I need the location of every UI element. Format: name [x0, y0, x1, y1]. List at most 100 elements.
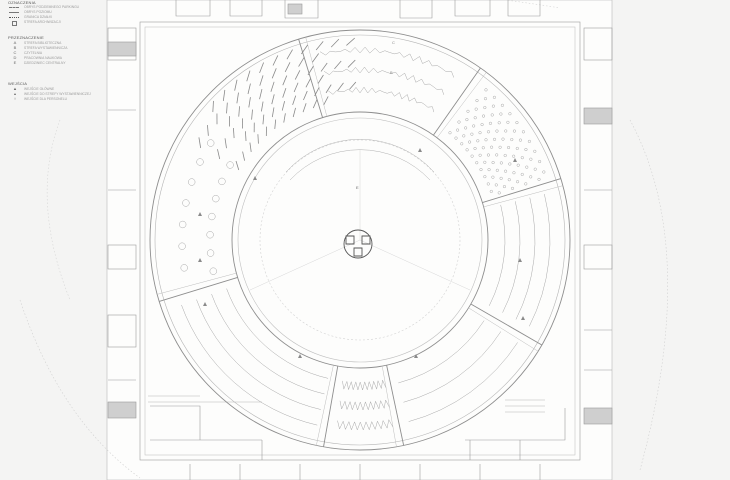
shelf-stroke: [247, 83, 251, 95]
tree-circle: [208, 212, 216, 221]
seat-dot: [508, 162, 512, 166]
jagged-band: [339, 399, 390, 411]
desk-arc: [226, 288, 329, 379]
corner-wall: [505, 399, 545, 413]
legend-label: WEJŚCIE GŁÓWNE: [24, 87, 55, 91]
seat-dot: [504, 129, 508, 133]
shelf-stroke: [330, 38, 340, 48]
entrance-arrow: [414, 354, 418, 358]
outer-ring-inner: [154, 34, 566, 446]
legend-row: B STREFA WYSTAWIENNICZA: [8, 45, 112, 51]
shelf-stroke: [233, 127, 235, 139]
seat-dot: [492, 137, 497, 141]
entrance-arrow: [513, 158, 517, 162]
seat-dot: [537, 177, 541, 181]
seat-dot: [456, 128, 460, 132]
shelf-stroke: [212, 100, 214, 113]
legend-label: OBRYS POZIOMU: [24, 10, 52, 14]
outer-wall: [139, 21, 581, 461]
legend-key: C: [13, 50, 17, 55]
seat-dot: [520, 172, 524, 176]
radial-wall: [433, 67, 481, 136]
shelf-stroke: [292, 107, 296, 118]
seat-dot: [489, 189, 493, 193]
tree-circle: [209, 267, 217, 275]
seat-dot: [488, 121, 493, 125]
shelf-stroke: [249, 142, 252, 152]
shelf-stroke: [293, 82, 299, 93]
desk-arc: [398, 320, 485, 384]
legend-label: STREFA ARCHIWIZACJI: [24, 20, 61, 24]
shelf-stroke: [334, 60, 342, 70]
tree-circle: [180, 264, 188, 272]
seat-dot: [516, 163, 520, 167]
entrance-arrow: [198, 212, 202, 216]
seat-dot: [510, 186, 515, 190]
legend-label: WEJŚCIE DLA PERSONELU: [24, 97, 68, 101]
wave-band: [319, 46, 455, 78]
seat-dot: [503, 153, 507, 158]
entrance-arrow: [203, 302, 207, 306]
desk-arc: [515, 197, 536, 320]
archive-zone: [107, 401, 137, 419]
seat-dot: [491, 175, 495, 179]
seat-dot: [515, 146, 519, 151]
seat-dot: [515, 121, 519, 125]
desk-arc: [408, 342, 518, 422]
seat-dot: [494, 183, 498, 187]
seat-dot: [470, 154, 474, 158]
legend-access-heading: WEJŚCIA: [8, 81, 28, 86]
seat-dot: [487, 168, 491, 172]
shelf-stroke: [259, 75, 264, 86]
shelf-stroke: [283, 113, 286, 123]
inner-ring: [231, 111, 489, 369]
seat-dot: [529, 175, 533, 179]
radial-wall: [305, 37, 328, 117]
shelf-stroke: [274, 119, 277, 129]
seat-dot: [529, 157, 533, 161]
zone-label: E: [356, 185, 359, 190]
seat-dot: [506, 120, 510, 124]
zone-label: B: [390, 70, 393, 75]
legend-label: GRANICA DZIAŁKI: [24, 15, 53, 19]
seat-dot: [512, 171, 516, 175]
seat-dot: [525, 165, 529, 169]
shelf-stroke: [294, 70, 301, 80]
seat-dot: [478, 131, 482, 135]
seat-dot: [491, 104, 495, 108]
legend-key: A: [13, 40, 17, 45]
tree-circle: [206, 249, 215, 257]
seat-dot: [524, 182, 528, 186]
inner-ring-inner: [237, 117, 483, 363]
courtyard-dashed-circle: [259, 139, 461, 341]
seat-dot: [486, 130, 491, 134]
courtyard-arc: [289, 149, 431, 181]
desk-arc: [181, 304, 318, 426]
shelf-stroke: [262, 114, 265, 125]
radial-wall: [436, 72, 487, 138]
seat-dot: [454, 136, 458, 140]
desk-arc: [211, 293, 325, 395]
shelf-stroke: [222, 89, 226, 101]
shelf-stroke: [236, 92, 239, 104]
tree-circle: [178, 242, 186, 250]
shelf-stroke: [217, 149, 221, 160]
shelf-stroke: [315, 41, 324, 51]
legend-label: CZYTELNIA: [24, 51, 43, 55]
radial-walls: [157, 37, 563, 447]
shelf-stroke: [303, 90, 308, 101]
seat-dot: [498, 145, 502, 149]
legend-key: B: [13, 45, 17, 50]
legend-label: DZIEDZINIEC CENTRALNY: [24, 61, 66, 65]
seat-dot: [507, 145, 511, 150]
seat-dot: [472, 124, 476, 128]
perimeter-room: [583, 27, 613, 61]
legend-row: ▲ WEJŚCIE GŁÓWNE: [8, 86, 112, 92]
entrance-arrow: [521, 316, 525, 320]
zone-label: C: [392, 40, 395, 45]
seat-dot: [465, 118, 469, 122]
seat-dot: [476, 139, 480, 143]
seat-dot: [492, 95, 496, 99]
legend-key: E: [13, 60, 17, 65]
archive-zone: [583, 407, 613, 425]
